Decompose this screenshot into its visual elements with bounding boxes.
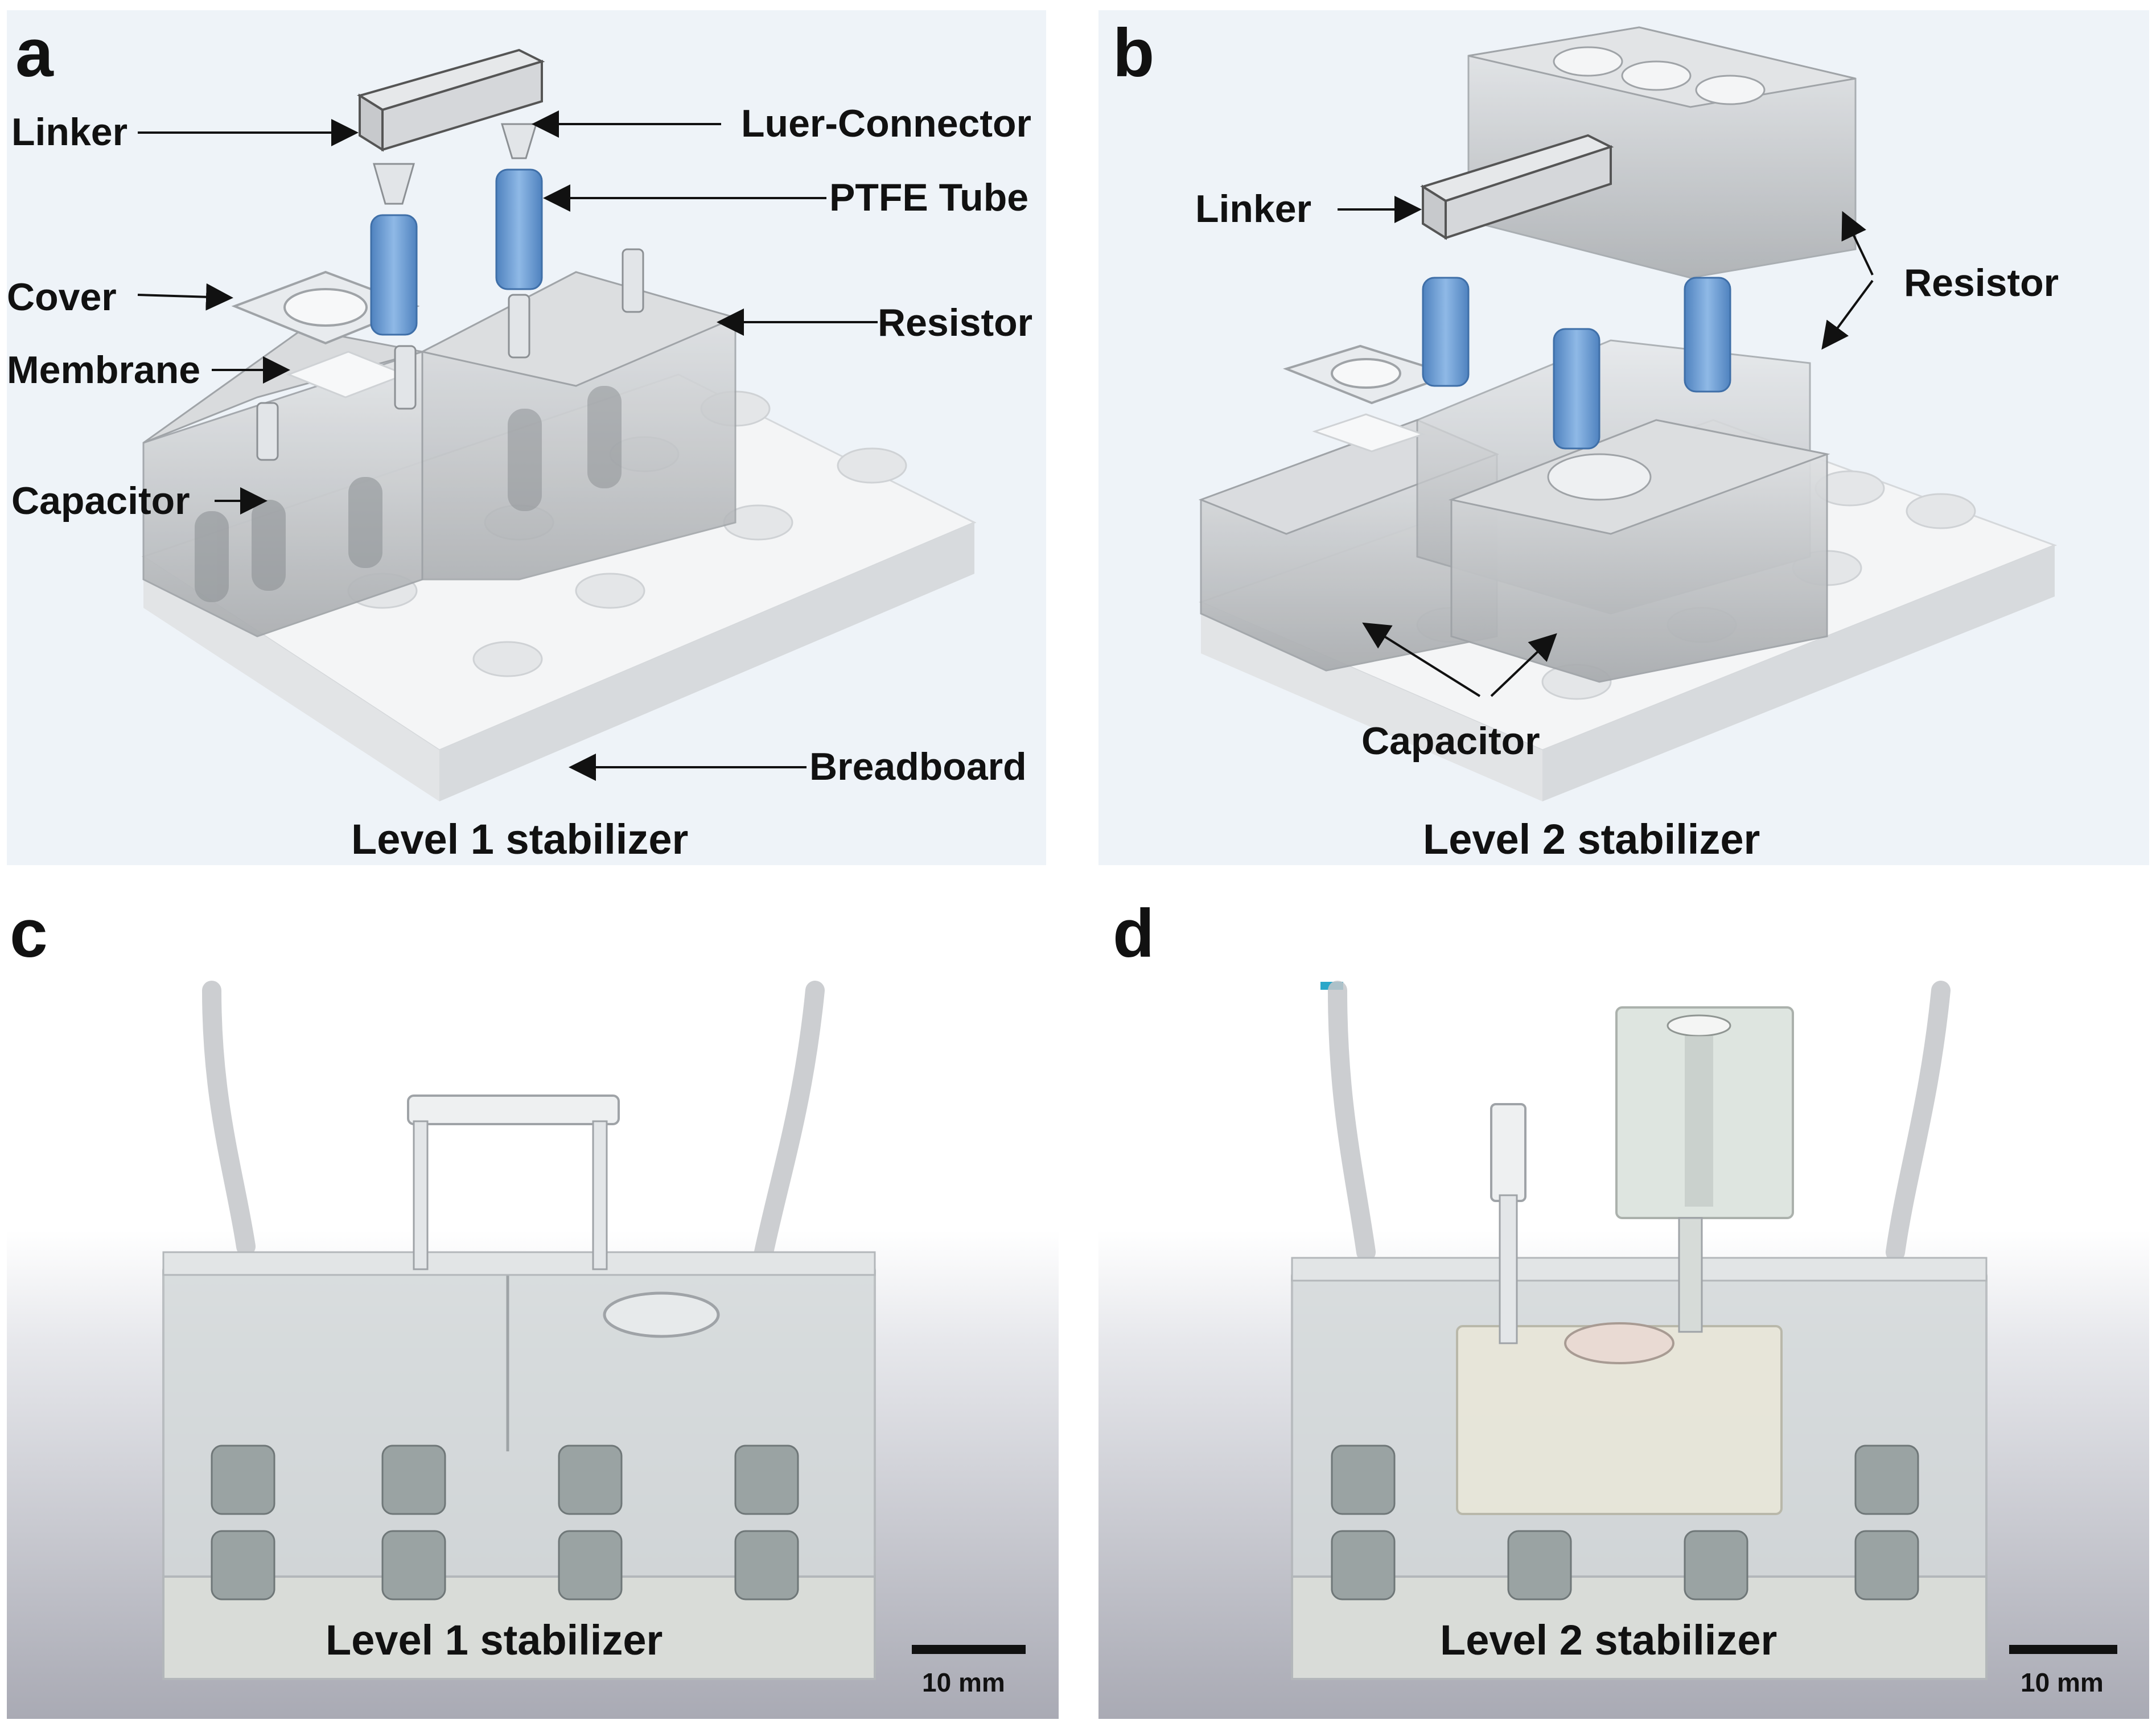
panel-b: b Linker Resistor Capacitor Level 2 stab… (1098, 10, 2149, 865)
linker-label: Linker (11, 110, 128, 154)
membrane-well (603, 1291, 720, 1338)
resistor-block-top (1467, 26, 1857, 279)
breadboard-label: Breadboard (809, 745, 1027, 788)
ptfe-tubes (370, 168, 543, 336)
panel-a-letter: a (15, 15, 54, 91)
scale-bar-label: 10 mm (2021, 1668, 2104, 1697)
luer-connector-label: Luer-Connector (741, 102, 1031, 145)
panel-a-caption: Level 1 stabilizer (351, 816, 689, 863)
panel-c-letter: c (10, 895, 48, 972)
panel-a: a Linker Luer-Connector PTFE Tube Cover … (7, 10, 1046, 865)
cover-label: Cover (7, 275, 117, 319)
panel-d: d Level 2 stabilizer 10 mm (1098, 877, 2149, 1719)
linker-shape (1420, 134, 1614, 240)
linker-assembly (407, 1095, 620, 1270)
capacitor-block-right (1448, 419, 1830, 683)
panel-a-leaders (137, 110, 878, 781)
linker-label: Linker (1195, 187, 1312, 231)
linker-upright (1490, 1103, 1527, 1344)
scale-bar (2009, 1645, 2117, 1654)
capacitor-label: Capacitor (1361, 719, 1540, 763)
panel-c-photo (162, 981, 1026, 1680)
tubing (1328, 981, 1951, 1262)
scale-bar (912, 1645, 1026, 1654)
panel-b-render (1198, 26, 2058, 801)
stud-array (1331, 1445, 1919, 1600)
scale-bar-label: 10 mm (922, 1668, 1005, 1697)
upper-capacitor-block (1456, 1322, 1783, 1515)
device-body (162, 1251, 876, 1680)
capacitor-label: Capacitor (11, 479, 190, 522)
resistor-label: Resistor (878, 301, 1033, 344)
upper-resistor-block (1615, 1006, 1794, 1333)
membrane-shape (1312, 413, 1426, 452)
ptfe-tube-label: PTFE Tube (829, 176, 1029, 219)
linker-shape (357, 48, 545, 152)
panel-d-letter: d (1113, 895, 1155, 972)
panel-c: c Level 1 stabilizer 10 mm (7, 877, 1059, 1719)
panel-c-caption: Level 1 stabilizer (326, 1616, 663, 1664)
resistor-block (419, 271, 738, 581)
panel-a-render (137, 48, 977, 801)
luer-connectors (256, 123, 644, 461)
stud-array (211, 1445, 799, 1600)
membrane-label: Membrane (7, 348, 201, 392)
tubing (202, 981, 825, 1262)
panel-d-caption: Level 2 stabilizer (1440, 1616, 1778, 1664)
resistor-label: Resistor (1904, 261, 2059, 305)
panel-b-letter: b (1113, 15, 1155, 91)
panel-d-photo (1291, 981, 2117, 1680)
ptfe-tubes (1422, 277, 1731, 450)
panel-b-leaders (1338, 196, 1874, 697)
panel-b-caption: Level 2 stabilizer (1423, 816, 1760, 863)
